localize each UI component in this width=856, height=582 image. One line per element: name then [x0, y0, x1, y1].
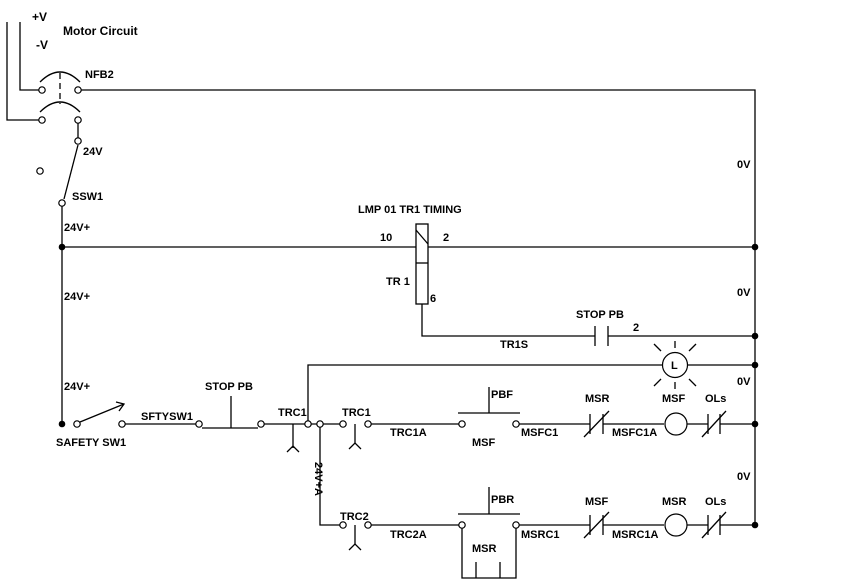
junction-dot [751, 332, 759, 340]
msr-hold-label: MSR [472, 543, 497, 555]
breaker-nfb2 [38, 71, 82, 124]
rail-24v-plus-1: 24V+ [64, 222, 90, 234]
zero-volt-label-3: 0V [737, 376, 751, 388]
voltage-24v-label: 24V [83, 146, 103, 158]
indicator-lamp [653, 341, 697, 389]
junction-dot [751, 361, 759, 369]
msrc1-label: MSRC1 [521, 529, 560, 541]
supply-negative-label: -V [36, 38, 48, 52]
supply-positive-wire [6, 22, 42, 121]
timer-name: TR 1 [386, 276, 410, 288]
trc1a-label: TRC1A [390, 427, 427, 439]
msr-coil-label: MSR [662, 496, 687, 508]
junction-dot [751, 243, 759, 251]
rung-tr1s-wire [421, 304, 595, 337]
trc1-changeover-contact [264, 420, 312, 453]
stop-pb-terminal [195, 420, 203, 428]
trc2a-label: TRC2A [390, 529, 427, 541]
msfc1-label: MSFC1 [521, 427, 558, 439]
breaker-label: NFB2 [85, 69, 114, 81]
msf-hold-label: MSF [472, 437, 496, 449]
trc2-contact [339, 521, 372, 551]
msfc1a-label: MSFC1A [612, 427, 657, 439]
diagram-title: Motor Circuit [63, 24, 138, 38]
ol-forward-label: OLs [705, 393, 726, 405]
safety-switch-label: SAFETY SW1 [56, 437, 126, 449]
zero-volt-label-4: 0V [737, 471, 751, 483]
pbf-label: PBF [491, 389, 513, 401]
msr-coil [664, 513, 688, 537]
msf-coil-label: MSF [662, 393, 686, 405]
junction-dot [751, 420, 759, 428]
stop-pb-top-pin: 2 [633, 322, 639, 334]
msr-hold-branch [461, 528, 517, 579]
rail-24v-plus-a: 24V+A [312, 462, 324, 496]
zero-volt-label-1: 0V [737, 159, 751, 171]
zero-volt-rail [81, 89, 756, 525]
trc-terminal [316, 420, 324, 428]
msf-coil [664, 412, 688, 436]
timer-pin-6: 6 [430, 293, 436, 305]
sftysw1-label: SFTYSW1 [141, 411, 193, 423]
stop-pb-terminal [257, 420, 265, 428]
stop-pb-label: STOP PB [205, 381, 253, 393]
timer-heading: LMP 01 TR1 TIMING [358, 204, 462, 216]
stop-pb-top-label: STOP PB [576, 309, 624, 321]
msr-interlock-label: MSR [585, 393, 610, 405]
trc1-label-b: TRC1 [342, 407, 371, 419]
safety-switch-sw1 [73, 401, 126, 428]
supply-positive-label: +V [32, 10, 47, 24]
timer-pin-2: 2 [443, 232, 449, 244]
junction-dot [58, 243, 66, 251]
msrc1a-label: MSRC1A [612, 529, 659, 541]
ssw1-label: SSW1 [72, 191, 103, 203]
rung-reverse-branch [319, 427, 340, 526]
trc2-label: TRC2 [340, 511, 369, 523]
trc1-contact [339, 420, 372, 450]
rail-24v-plus-3: 24V+ [64, 381, 90, 393]
rail-24v-plus-2: 24V+ [64, 291, 90, 303]
rung-lamp-wire [307, 364, 662, 424]
supply-negative-wire [19, 22, 42, 91]
timer-pin-10: 10 [380, 232, 392, 244]
zero-volt-label-2: 0V [737, 287, 751, 299]
pbf-pushbutton [458, 387, 520, 428]
junction-dot [58, 420, 66, 428]
ol-reverse-label: OLs [705, 496, 726, 508]
lamp-label: L [671, 360, 678, 372]
tr1s-label: TR1S [500, 339, 528, 351]
trc1-label-a: TRC1 [278, 407, 307, 419]
selector-switch-ssw1 [36, 137, 82, 207]
junction-dot [751, 521, 759, 529]
msf-interlock-label: MSF [585, 496, 609, 508]
timer-tr1 [415, 223, 429, 305]
pbr-label: PBR [491, 494, 514, 506]
